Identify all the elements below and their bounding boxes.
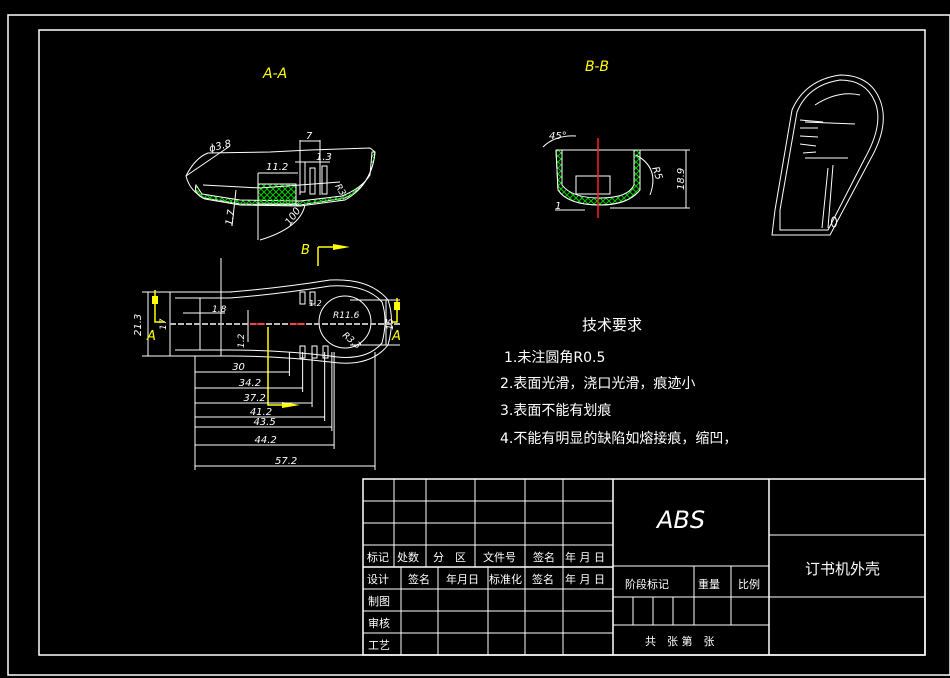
aa-shell-hatch bbox=[194, 151, 376, 207]
tb-label-sign3: 签名 bbox=[532, 572, 554, 586]
tb-label-scale: 比例 bbox=[738, 577, 760, 591]
title-block: 标记 处数 分 区 文件号 签名 年 月 日 设计 签名 年月日 标准化 签名 … bbox=[362, 478, 926, 656]
bb-dim-r5: R5 bbox=[649, 165, 664, 181]
tb-label-zone: 分 区 bbox=[433, 551, 466, 564]
plan-view: 21.3 17 1.8 1.2 1.2 R11.6 R3.3 15 B A bbox=[133, 243, 401, 470]
tb-label-review: 审核 bbox=[368, 616, 390, 630]
plan-rib bbox=[299, 291, 306, 305]
tb-label-count: 处数 bbox=[397, 551, 419, 564]
plan-end-arc bbox=[318, 295, 372, 349]
tb-label-process: 工艺 bbox=[368, 639, 390, 652]
bb-dim-18-9: 18.9 bbox=[676, 168, 687, 190]
tb-label-sign2: 签名 bbox=[408, 572, 430, 586]
section-bb-view: B-B 18.9 45° R5 1 bbox=[542, 59, 690, 218]
tb-label-standard: 标准化 bbox=[489, 572, 522, 586]
isometric-view bbox=[771, 74, 884, 236]
aa-rib-3 bbox=[321, 165, 328, 195]
tb-label-weight: 重量 bbox=[698, 577, 720, 591]
plan-section-b-label: B bbox=[301, 243, 310, 258]
aa-dim-1-7: 1.7 bbox=[224, 208, 238, 226]
length-dim-label: 43.5 bbox=[253, 417, 275, 428]
tb-label-ymd: 年月日 bbox=[446, 572, 479, 586]
section-a-arrow bbox=[152, 296, 158, 304]
plan-rib bbox=[311, 345, 318, 359]
bb-angle-arc bbox=[542, 135, 577, 148]
aa-dim-7: 7 bbox=[306, 131, 313, 142]
iso-outer-shell bbox=[771, 74, 884, 236]
length-dim-label: 41.2 bbox=[250, 407, 272, 418]
iso-rail bbox=[804, 121, 856, 125]
length-dim-label: 57.2 bbox=[275, 456, 297, 467]
section-b-cut-line-lower bbox=[267, 327, 295, 406]
tech-requirements: 技术要求 1.未注圆角R0.5 2.表面光滑，浇口光滑，痕迹小 3.表面不能有划… bbox=[500, 316, 737, 447]
bb-radius-arc bbox=[635, 154, 654, 196]
plan-dim-1-2a: 1.2 bbox=[237, 333, 247, 348]
tb-label-docno: 文件号 bbox=[483, 550, 516, 564]
bb-dim-45: 45° bbox=[549, 131, 567, 142]
iso-inner-curve bbox=[814, 93, 861, 106]
aa-rib-2 bbox=[309, 167, 316, 195]
section-aa-label: A-A bbox=[262, 66, 287, 82]
tb-label-stage: 阶段标记 bbox=[625, 577, 669, 591]
plan-section-a-label-right: A bbox=[391, 329, 401, 344]
iso-hole bbox=[831, 216, 837, 228]
part-name: 订书机外壳 bbox=[805, 560, 880, 578]
plan-rib bbox=[322, 345, 329, 359]
plan-dim-width: 21.3 bbox=[133, 314, 144, 336]
tech-item-4: 4.不能有明显的缺陷如熔接痕，缩凹， bbox=[500, 430, 737, 447]
aa-dim-11-2: 11.2 bbox=[266, 162, 288, 173]
tb-label-sign: 签名 bbox=[533, 550, 555, 564]
tb-label-mark: 标记 bbox=[367, 550, 389, 564]
plan-dim-1-8: 1.8 bbox=[212, 305, 227, 315]
length-dim-label: 34.2 bbox=[239, 378, 261, 389]
iso-inner-shell bbox=[779, 79, 879, 231]
inner-frame bbox=[38, 29, 926, 656]
length-dim-label: 30 bbox=[232, 362, 245, 373]
tech-item-3: 3.表面不能有划痕 bbox=[500, 403, 611, 419]
section-a-cut-line bbox=[154, 290, 165, 323]
bb-shell-hatch bbox=[555, 149, 641, 206]
length-dimensions: 30 34.2 37.2 41.243.5 44.2 57.2 bbox=[195, 352, 376, 470]
bb-inner-rect bbox=[575, 175, 611, 195]
aa-leader bbox=[185, 145, 231, 177]
iso-post bbox=[821, 164, 834, 229]
section-b-cut-line bbox=[317, 246, 345, 266]
aa-dim-1-3: 1.3 bbox=[316, 152, 332, 163]
material-text: ABS bbox=[655, 506, 705, 534]
tech-item-1: 1.未注圆角R0.5 bbox=[504, 350, 605, 366]
plan-dim-17: 17 bbox=[159, 318, 169, 330]
tb-label-design: 设计 bbox=[367, 573, 389, 586]
tb-label-date2: 年 月 日 bbox=[565, 572, 605, 586]
tb-label-sheets: 共 张 第 张 bbox=[645, 634, 715, 648]
plan-dim-r3-3: R3.3 bbox=[340, 331, 362, 352]
iso-teeth bbox=[799, 119, 824, 154]
plan-rib bbox=[309, 291, 316, 305]
length-dim-label: 44.2 bbox=[255, 435, 277, 446]
outer-frame bbox=[7, 14, 950, 676]
section-b-arrow bbox=[333, 244, 350, 250]
aa-leader bbox=[231, 189, 237, 227]
tech-item-2: 2.表面光滑，浇口光滑，痕迹小 bbox=[500, 375, 695, 392]
section-a-arrow-right bbox=[394, 302, 400, 310]
aa-angle-arc bbox=[259, 204, 306, 241]
tb-label-date: 年 月 日 bbox=[565, 550, 605, 564]
plan-dim-1-2b: 1.2 bbox=[309, 299, 322, 308]
plan-section-a-label-left: A bbox=[146, 329, 156, 344]
length-dim-label: 37.2 bbox=[244, 393, 266, 404]
bb-dim-1: 1 bbox=[555, 201, 561, 212]
section-bb-label: B-B bbox=[585, 59, 609, 75]
tb-label-drawing: 制图 bbox=[368, 595, 390, 608]
tech-title: 技术要求 bbox=[582, 316, 642, 334]
section-aa-view: A-A 7 1.3 11.2 ϕ3.8 R3 1.7 100° bbox=[185, 66, 376, 241]
plan-dim-r11-6: R11.6 bbox=[333, 311, 360, 321]
aa-rib-1 bbox=[299, 161, 306, 193]
